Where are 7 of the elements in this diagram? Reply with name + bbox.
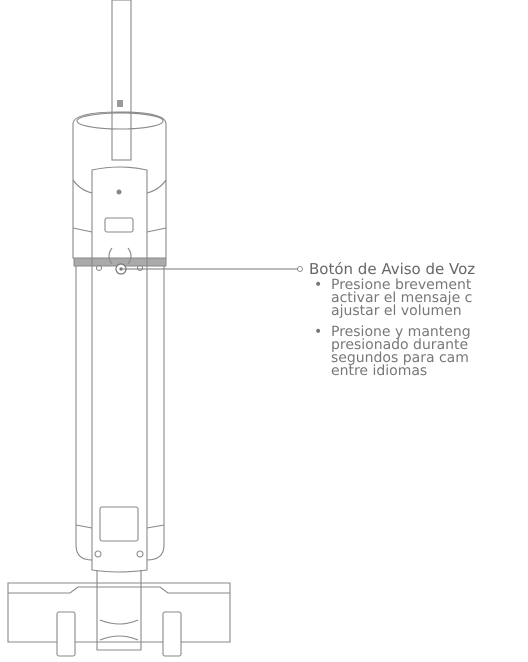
callout-label: Botón de Aviso de Voz: [309, 260, 476, 278]
bullet-text: Presione brevement activar el mensaje c ajustar el volumen: [331, 279, 474, 318]
bullet-text: Presione y manteng presionado durante segundos para cam entre idiomas: [331, 326, 472, 378]
button: [115, 263, 127, 275]
leader-line: [119, 266, 303, 272]
bullet-mark: •: [314, 279, 322, 292]
bullet-mark: •: [314, 326, 322, 339]
